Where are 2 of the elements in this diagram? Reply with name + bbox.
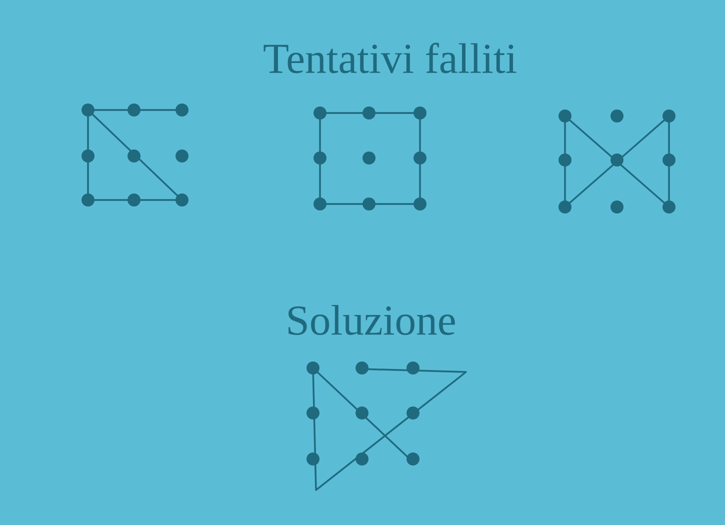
heading: Soluzione xyxy=(288,305,455,336)
heading: Tentativi falliti xyxy=(264,42,516,74)
